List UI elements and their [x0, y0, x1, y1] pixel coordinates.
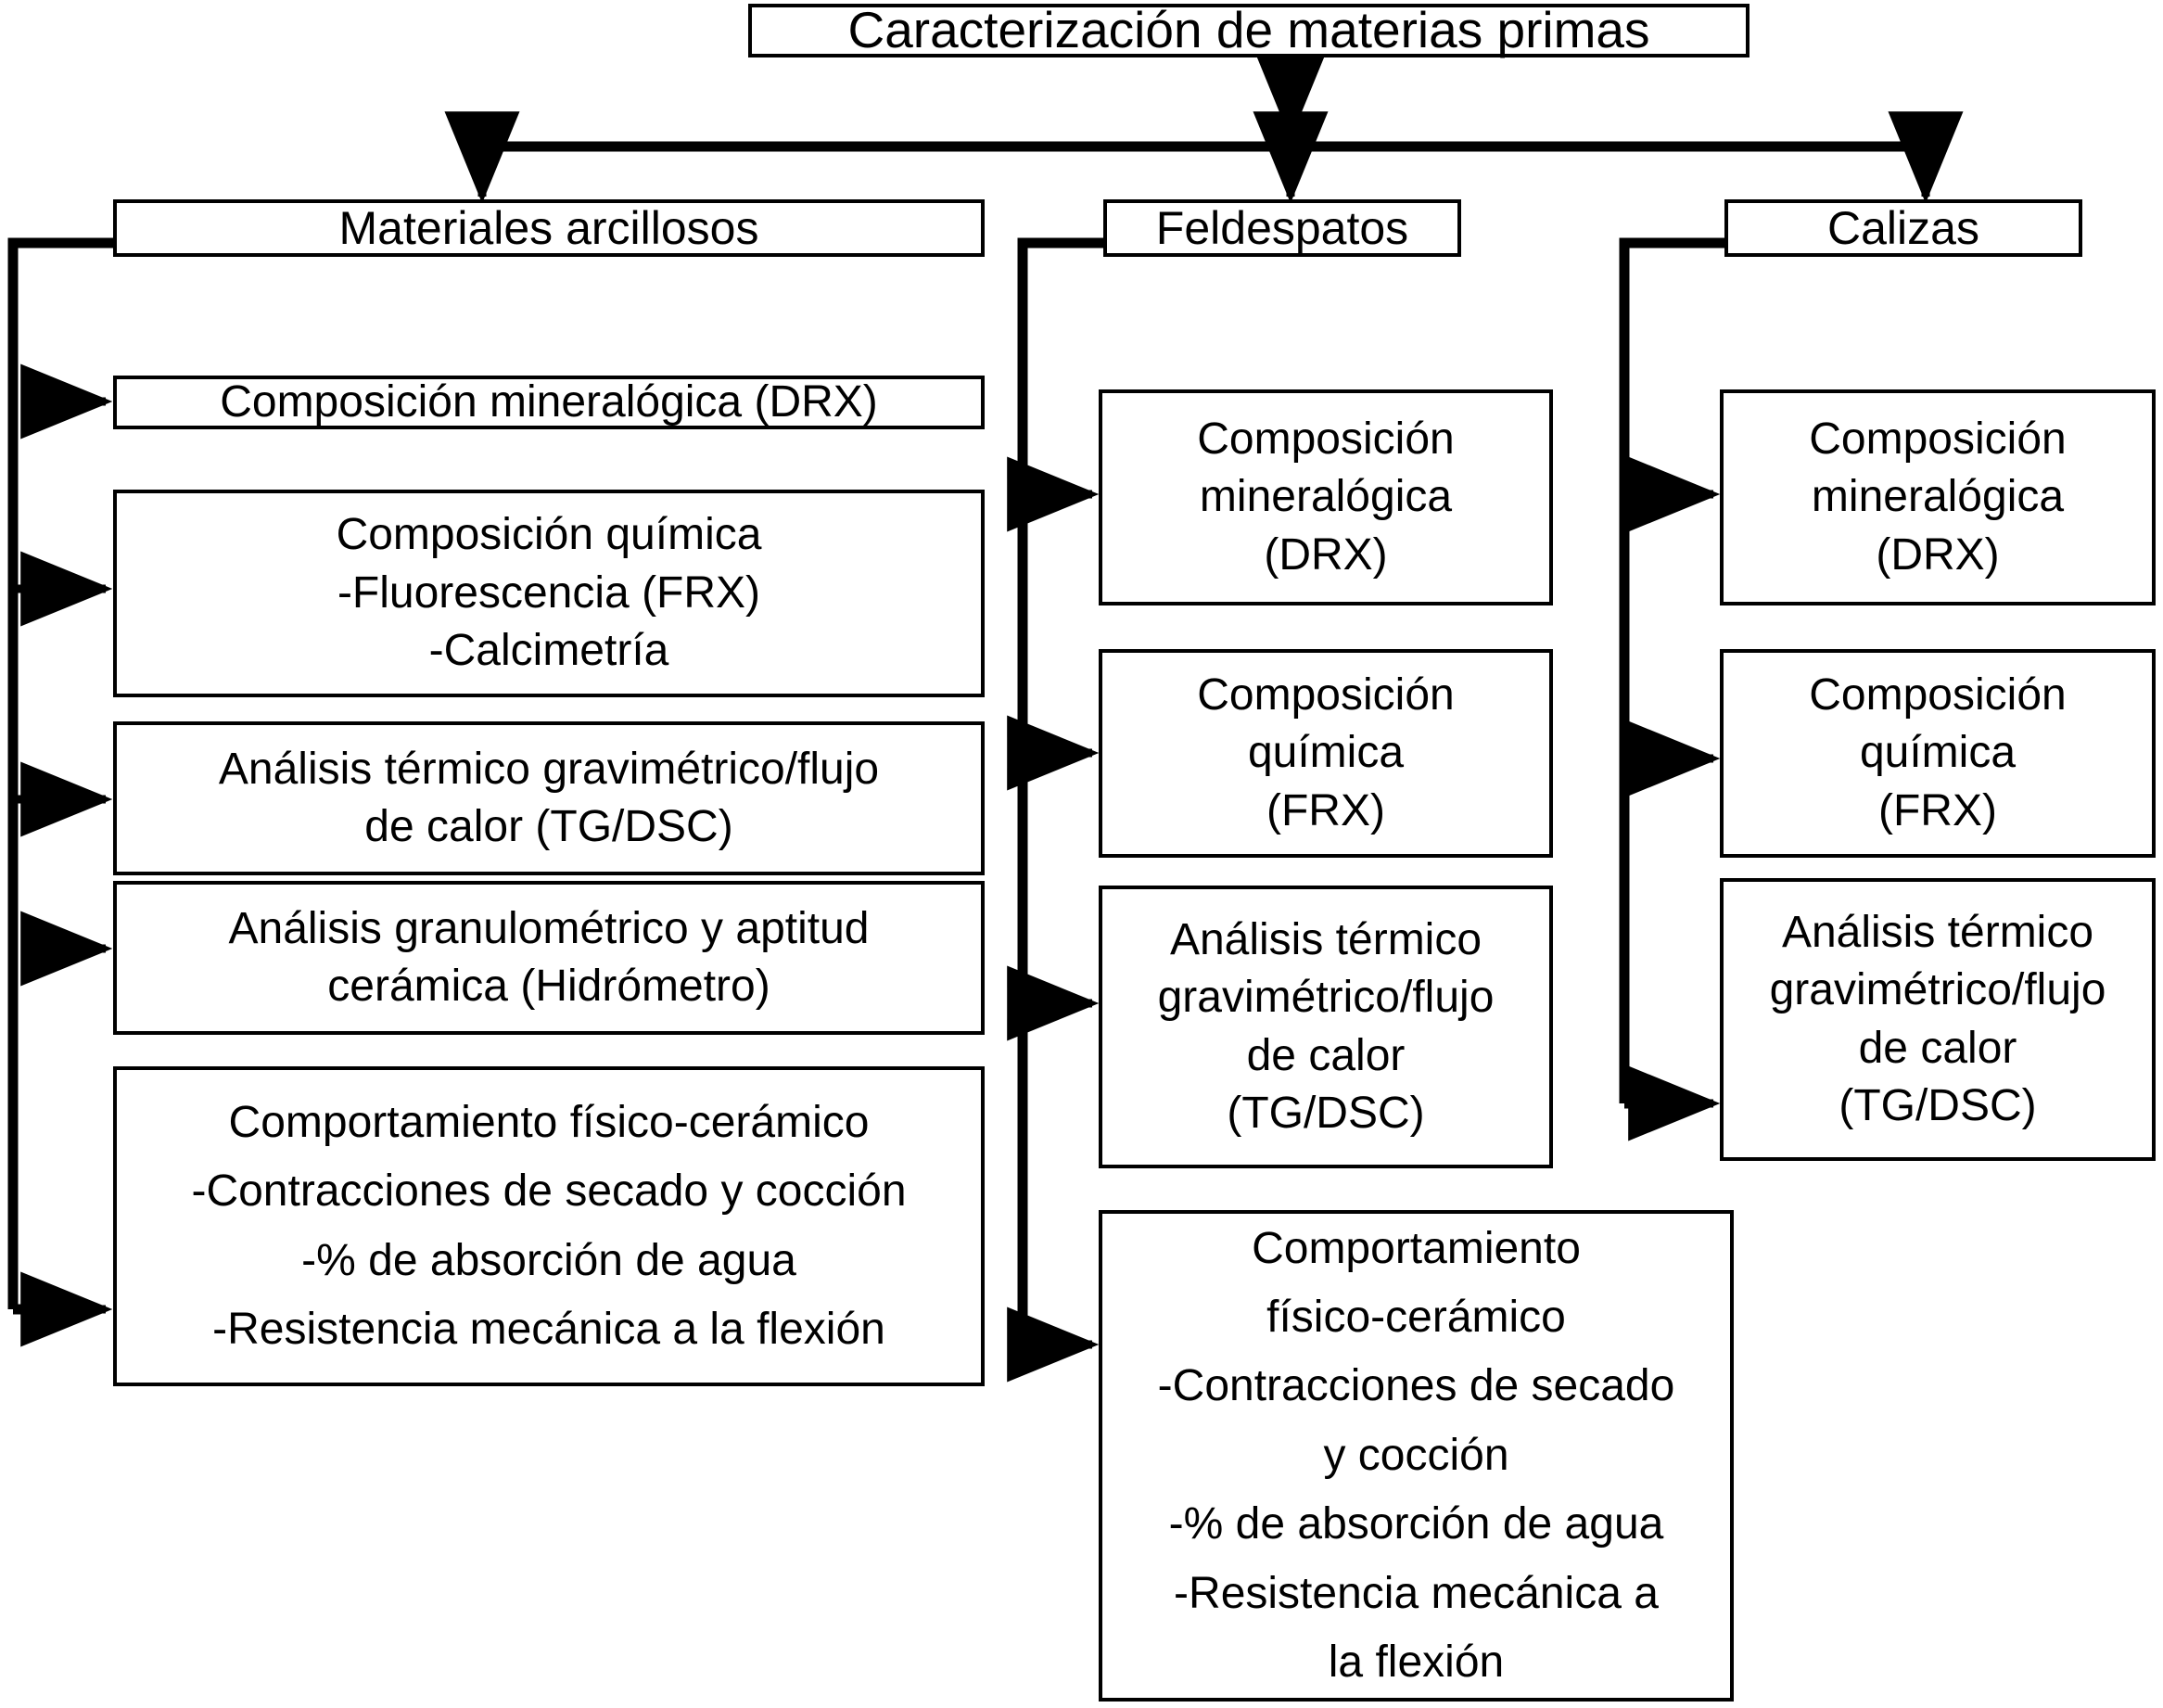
connector-spine-materiales	[7, 237, 113, 1347]
node-feldespatos-termico[interactable]: Análisis térmico gravimétrico/flujo de c…	[1099, 886, 1553, 1168]
node-calizas-drx[interactable]: Composición mineralógica (DRX)	[1720, 389, 2156, 605]
node-branch-materiales-arcillosos[interactable]: Materiales arcillosos	[113, 199, 985, 257]
node-feldespatos-drx[interactable]: Composición mineralógica (DRX)	[1099, 389, 1553, 605]
node-feldespatos-quimica[interactable]: Composición química (FRX)	[1099, 649, 1553, 858]
node-feldespatos-fisico-ceramico[interactable]: Comportamiento físico-cerámico -Contracc…	[1099, 1210, 1734, 1702]
node-materiales-quimica[interactable]: Composición química -Fluorescencia (FRX)…	[113, 490, 985, 697]
node-calizas-termico[interactable]: Análisis térmico gravimétrico/flujo de c…	[1720, 878, 2156, 1161]
node-materiales-granulometrico[interactable]: Análisis granulométrico y aptitud cerámi…	[113, 881, 985, 1035]
node-root[interactable]: Caracterización de materias primas	[748, 1, 1749, 58]
node-materiales-termico[interactable]: Análisis térmico gravimétrico/flujo de c…	[113, 721, 985, 875]
node-branch-calizas[interactable]: Calizas	[1724, 199, 2082, 257]
node-branch-feldespatos[interactable]: Feldespatos	[1103, 199, 1461, 257]
connector-spine-feldespatos	[1007, 237, 1103, 1383]
node-calizas-quimica[interactable]: Composición química (FRX)	[1720, 649, 2156, 858]
node-materiales-drx[interactable]: Composición mineralógica (DRX)	[113, 376, 985, 429]
connector-spine-calizas	[1619, 237, 1724, 1141]
node-materiales-fisico-ceramico[interactable]: Comportamiento físico-cerámico -Contracc…	[113, 1066, 985, 1386]
